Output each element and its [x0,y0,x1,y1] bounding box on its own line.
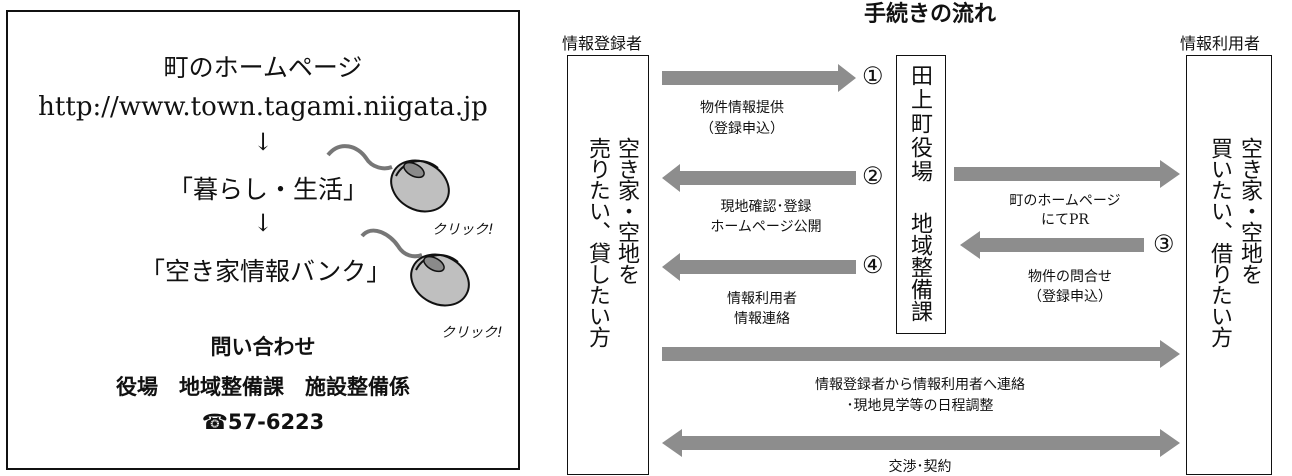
step-number: ① [862,62,884,90]
step-3-subcaption: （登録申込） [1028,289,1112,305]
down-arrow-icon: ↓ [252,128,274,156]
homepage-url[interactable]: http://www.town.tagami.niigata.jp [38,92,488,122]
contact-flow-subcaption: ･現地見学等の日程調整 [846,398,994,414]
step-number: ④ [862,251,884,279]
step-number: ② [862,162,884,190]
step-3-caption: 物件の問合せ [1028,269,1112,285]
click-label: クリック! [432,222,494,238]
step-1-caption: 物件情報提供 [700,100,784,116]
registrant-col-2: 売りたい、貸したい方 [585,137,610,347]
info-panel [6,10,520,470]
step-1-subcaption: （登録申込） [700,121,784,137]
contact-heading: 問い合わせ [210,335,316,359]
contact-department: 役場 地域整備課 施設整備係 [116,375,410,399]
office-box [896,55,946,334]
registrant-label: 情報登録者 [562,34,643,53]
registrant-col-1: 空き家・空地を [614,137,639,284]
menu-item-vacant-house-bank[interactable]: 「空き家情報バンク」 [140,257,392,286]
user-label: 情報利用者 [1180,34,1261,53]
down-arrow-icon: ↓ [252,209,274,237]
office-col-2: 地域整備課 [907,212,932,322]
arrow-right-icon [662,64,856,92]
user-col-1: 空き家・空地を [1237,137,1262,284]
menu-item-living[interactable]: 「暮らし・生活」 [168,175,369,204]
contact-phone: ☎57-6223 [6,410,520,434]
step-2-subcaption: ホームページ公開 [710,219,822,235]
user-box [1186,55,1272,475]
double-arrow-icon [662,429,1180,457]
phone-number[interactable]: 57-6223 [227,410,325,434]
pr-subcaption: にてPR [1041,212,1089,228]
step-number: ③ [1153,230,1175,258]
click-label: クリック! [441,325,503,341]
office-col-1: 田上町役場 [907,64,932,184]
arrow-left-icon [662,164,856,192]
step-2-caption: 現地確認･登録 [720,199,812,215]
arrow-right-icon [954,160,1180,188]
pr-caption: 町のホームページ [1009,193,1121,209]
step-4-subcaption: 情報連絡 [734,311,790,327]
arrow-right-icon [662,340,1180,368]
contact-flow-caption: 情報登録者から情報利用者へ連絡 [815,377,1025,393]
flow-title: 手続きの流れ [863,2,996,27]
phone-icon: ☎ [201,410,228,434]
registrant-box [567,55,649,475]
arrow-left-icon [960,231,1144,259]
arrow-left-icon [662,253,856,281]
step-4-caption: 情報利用者 [727,291,797,307]
negotiation-caption: 交渉･契約 [888,459,952,475]
homepage-title: 町のホームページ [163,53,363,82]
user-col-2: 買いたい、借りたい方 [1207,137,1232,347]
